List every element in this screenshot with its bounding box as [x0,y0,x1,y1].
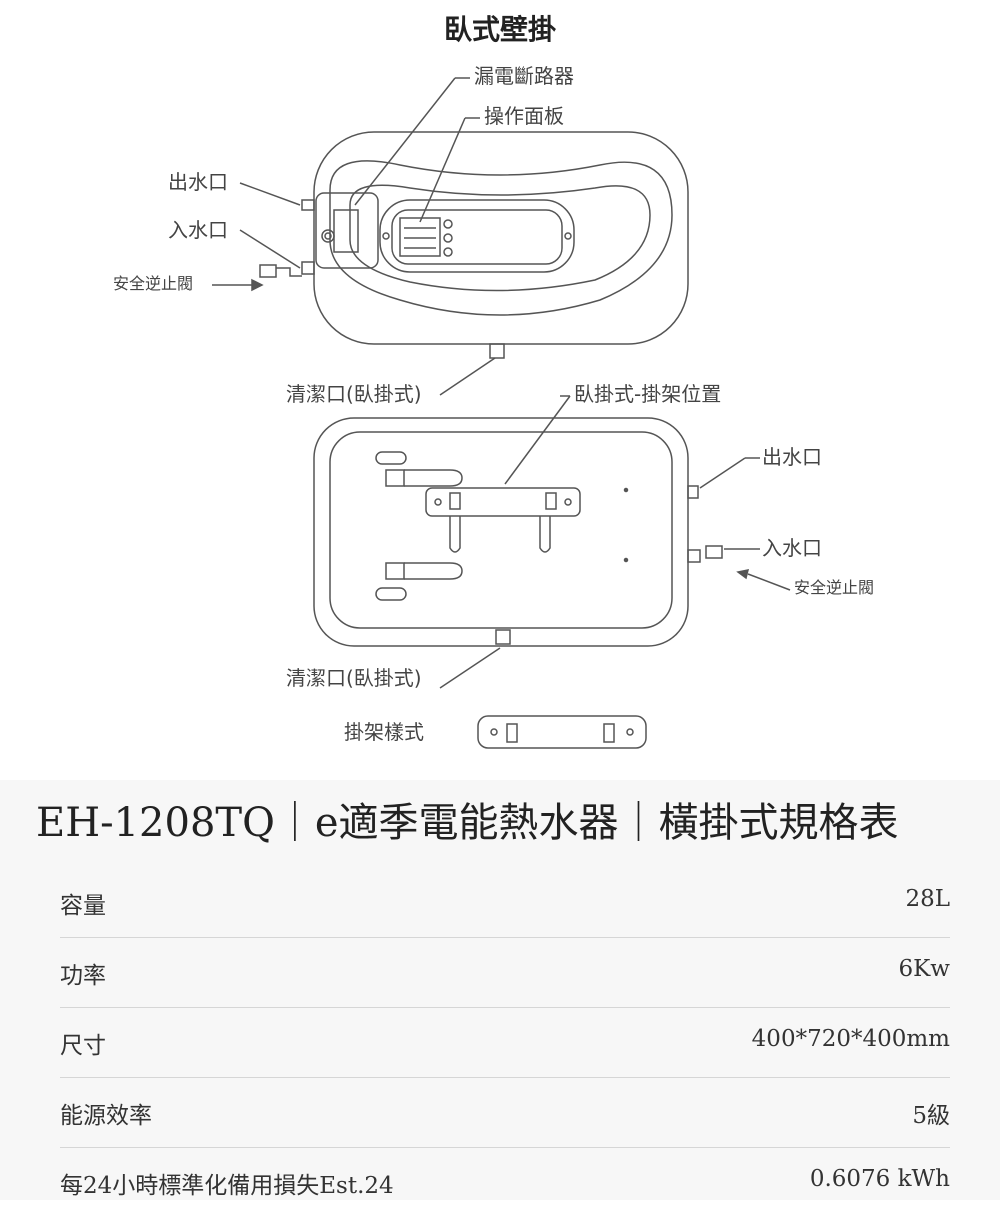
spec-value: 5級 [912,1103,950,1129]
heater-rear-view [313,417,723,647]
label-inlet-bottom: 入水口 [762,536,822,560]
heater-front-view [259,131,689,359]
spec-key: 能源效率 [60,1103,152,1129]
heater-drawing [212,77,791,749]
spec-value: 6Kw [898,956,950,982]
spec-value: 0.6076 kWh [809,1166,950,1192]
spec-table: 容量 28L 功率 6Kw 尺寸 400*720*400mm 能源效率 5級 每… [60,868,950,1217]
spec-key: 每24小時標準化備用損失Est.24 [60,1173,394,1199]
label-control-panel: 操作面板 [484,104,564,128]
label-leakage-breaker: 漏電斷路器 [474,64,574,88]
label-drain-bottom: 清潔口(臥掛式) [286,666,422,690]
spec-key: 尺寸 [60,1033,106,1059]
spec-row: 尺寸 400*720*400mm [60,1008,950,1078]
spec-row: 每24小時標準化備用損失Est.24 0.6076 kWh [60,1148,950,1217]
label-outlet-bottom: 出水口 [762,445,822,469]
diagram-title: 臥式壁掛 [443,13,556,46]
spec-title: EH-1208TQ｜e適季電能熱水器｜橫掛式規格表 [36,800,899,846]
spec-key: 容量 [60,893,106,919]
spec-section: EH-1208TQ｜e適季電能熱水器｜橫掛式規格表 容量 28L 功率 6Kw … [0,780,1000,1200]
spec-row: 能源效率 5級 [60,1078,950,1148]
label-inlet-top: 入水口 [168,218,228,242]
label-drain-top: 清潔口(臥掛式) [286,382,422,406]
spec-key: 功率 [60,963,106,989]
label-bracket-position: 臥掛式-掛架位置 [574,382,722,406]
spec-row: 容量 28L [60,868,950,938]
label-bracket-style: 掛架樣式 [344,720,424,744]
spec-value: 28L [905,886,950,912]
label-valve-bottom: 安全逆止閥 [794,578,875,597]
label-valve-top: 安全逆止閥 [113,274,194,293]
label-outlet-top: 出水口 [168,170,228,194]
diagram-section: 臥式壁掛 [113,13,875,749]
spec-value: 400*720*400mm [751,1026,950,1052]
spec-row: 功率 6Kw [60,938,950,1008]
